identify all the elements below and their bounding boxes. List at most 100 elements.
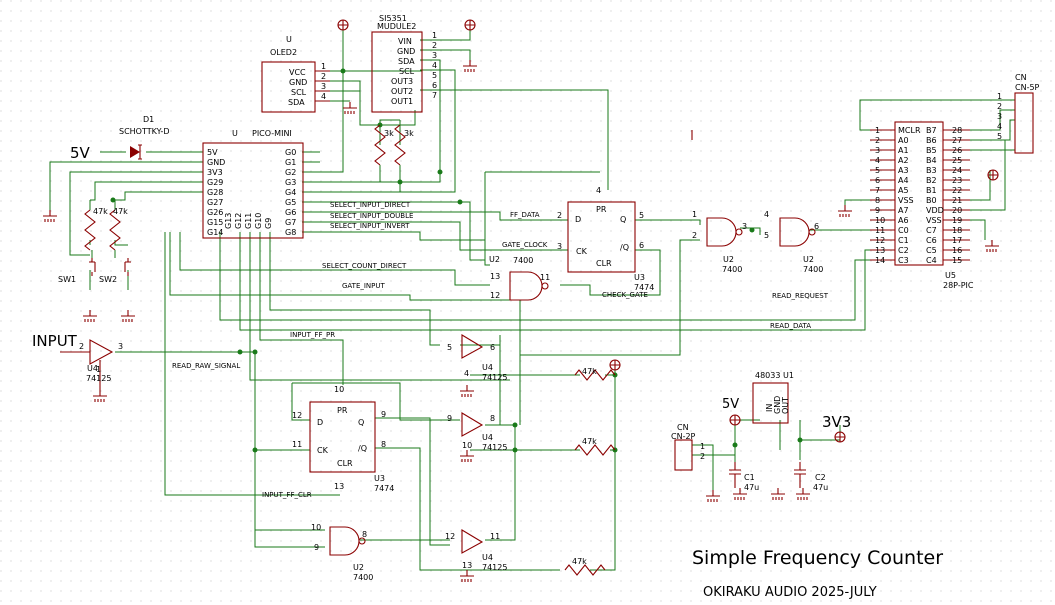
svg-text:G3: G3	[285, 178, 296, 187]
pic-pin-number-right: 25	[952, 156, 962, 165]
svg-text:G12: G12	[234, 213, 243, 229]
pic-pin-label-right: C6	[926, 236, 937, 245]
svg-text:U2: U2	[489, 255, 500, 264]
pic-pin-label-right: B0	[926, 196, 937, 205]
pic-pin-label-left: C0	[898, 226, 909, 235]
svg-text:74125: 74125	[86, 374, 111, 383]
svg-text:3: 3	[321, 82, 326, 91]
svg-text:G1: G1	[285, 158, 296, 167]
pic-pin-label-left: C3	[898, 256, 909, 265]
pic-pin-label-right: C5	[926, 246, 937, 255]
power-label-5v: 5V	[70, 144, 91, 162]
svg-text:7400: 7400	[353, 573, 373, 582]
signal-labels: SELECT_INPUT_DIRECT SELECT_INPUT_DOUBLE …	[172, 201, 829, 499]
svg-text:READ_RAW_SIGNAL: READ_RAW_SIGNAL	[172, 362, 240, 370]
svg-text:10: 10	[311, 523, 321, 532]
svg-text:47u: 47u	[813, 483, 828, 492]
svg-text:2: 2	[79, 342, 84, 351]
svg-text:1: 1	[700, 442, 705, 451]
resistor-3k-b-label: 3k	[404, 129, 414, 138]
svg-text:OUT1: OUT1	[391, 97, 413, 106]
svg-text:48033 U1: 48033 U1	[755, 371, 794, 380]
svg-text:SELECT_INPUT_DIRECT: SELECT_INPUT_DIRECT	[330, 201, 411, 209]
page-title: Simple Frequency Counter	[692, 547, 943, 569]
pic-pin-label-right: VDD	[926, 206, 944, 215]
svg-text:SDA: SDA	[398, 57, 415, 66]
svg-text:6: 6	[814, 222, 819, 231]
svg-text:4: 4	[997, 122, 1002, 131]
svg-text:PR: PR	[337, 406, 348, 415]
svg-text:INPUT_FF_CLR: INPUT_FF_CLR	[262, 491, 312, 499]
svg-text:G29: G29	[207, 178, 223, 187]
svg-text:U: U	[232, 129, 238, 138]
schottky-diode: D1 SCHOTTKY-D	[119, 115, 170, 160]
pic-pin-number-right: 18	[952, 226, 962, 235]
svg-text:OUT3: OUT3	[391, 77, 413, 86]
power-icon	[729, 414, 741, 426]
si5351-module: SI5351 MUDULE2 VIN GND SDA SCL OUT3 OUT2…	[371, 14, 437, 113]
svg-text:11: 11	[490, 532, 500, 541]
svg-text:D1: D1	[143, 115, 154, 124]
svg-text:MUDULE2: MUDULE2	[377, 22, 416, 31]
svg-text:9: 9	[381, 410, 386, 419]
svg-text:CK: CK	[317, 446, 329, 455]
svg-text:GND: GND	[289, 78, 307, 87]
svg-text:Q: Q	[620, 215, 626, 224]
svg-text:2: 2	[692, 231, 697, 240]
pic-pin-number-right: 19	[952, 216, 962, 225]
svg-text:G26: G26	[207, 208, 223, 217]
svg-text:READ_REQUEST: READ_REQUEST	[772, 292, 829, 300]
pic-pin-label-left: VSS	[898, 196, 914, 205]
pic-pin-label-left: A5	[898, 186, 909, 195]
svg-text:8: 8	[362, 530, 367, 539]
pic-pin-label-right: B2	[926, 176, 937, 185]
pic-pin-number-right: 17	[952, 236, 962, 245]
svg-text:U4: U4	[87, 364, 98, 373]
svg-text:47k: 47k	[572, 557, 587, 566]
svg-text:VIN: VIN	[398, 37, 412, 46]
pic-pin-label-right: B5	[926, 146, 937, 155]
svg-text:G8: G8	[285, 228, 296, 237]
pic-pin-number-left: 2	[875, 136, 880, 145]
power-label-5v-b: 5V	[722, 397, 739, 412]
svg-text:SW2: SW2	[99, 275, 117, 284]
svg-text:SW1: SW1	[58, 275, 76, 284]
svg-text:G2: G2	[285, 168, 296, 177]
pic-pin-label-right: B4	[926, 156, 937, 165]
svg-text:12: 12	[490, 291, 500, 300]
pic-pin-number-left: 8	[875, 196, 880, 205]
pic-pin-label-left: A2	[898, 156, 909, 165]
svg-text:U4: U4	[482, 553, 493, 562]
svg-text:2: 2	[997, 102, 1002, 111]
pic-pin-number-left: 10	[875, 216, 885, 225]
svg-text:PR: PR	[596, 205, 607, 214]
svg-text:CN-2P: CN-2P	[671, 432, 696, 441]
svg-text:7400: 7400	[722, 265, 742, 274]
nand-u2-right-b: 456 U2 7400	[764, 210, 823, 274]
svg-text:10: 10	[334, 385, 344, 394]
pic-pin-number-right: 16	[952, 246, 962, 255]
pic-pin-number-left: 7	[875, 186, 880, 195]
pic-pin-label-right: C7	[926, 226, 937, 235]
svg-text:G4: G4	[285, 188, 296, 197]
svg-text:6: 6	[432, 81, 437, 90]
svg-text:11: 11	[540, 273, 550, 282]
svg-text:3: 3	[118, 342, 123, 351]
pic-pin-number-right: 20	[952, 206, 962, 215]
svg-text:6: 6	[490, 343, 495, 352]
svg-text:SI5351: SI5351	[379, 14, 407, 23]
switch-sw2: SW2	[99, 258, 131, 284]
svg-text:5: 5	[997, 132, 1002, 141]
pic-pin-label-right: B1	[926, 186, 937, 195]
svg-text:8: 8	[490, 414, 495, 423]
svg-text:OUT2: OUT2	[391, 87, 413, 96]
svg-text:2: 2	[700, 452, 705, 461]
svg-text:1: 1	[692, 210, 697, 219]
pic-pin-label-right: VSS	[926, 216, 942, 225]
svg-text:5: 5	[639, 211, 644, 220]
